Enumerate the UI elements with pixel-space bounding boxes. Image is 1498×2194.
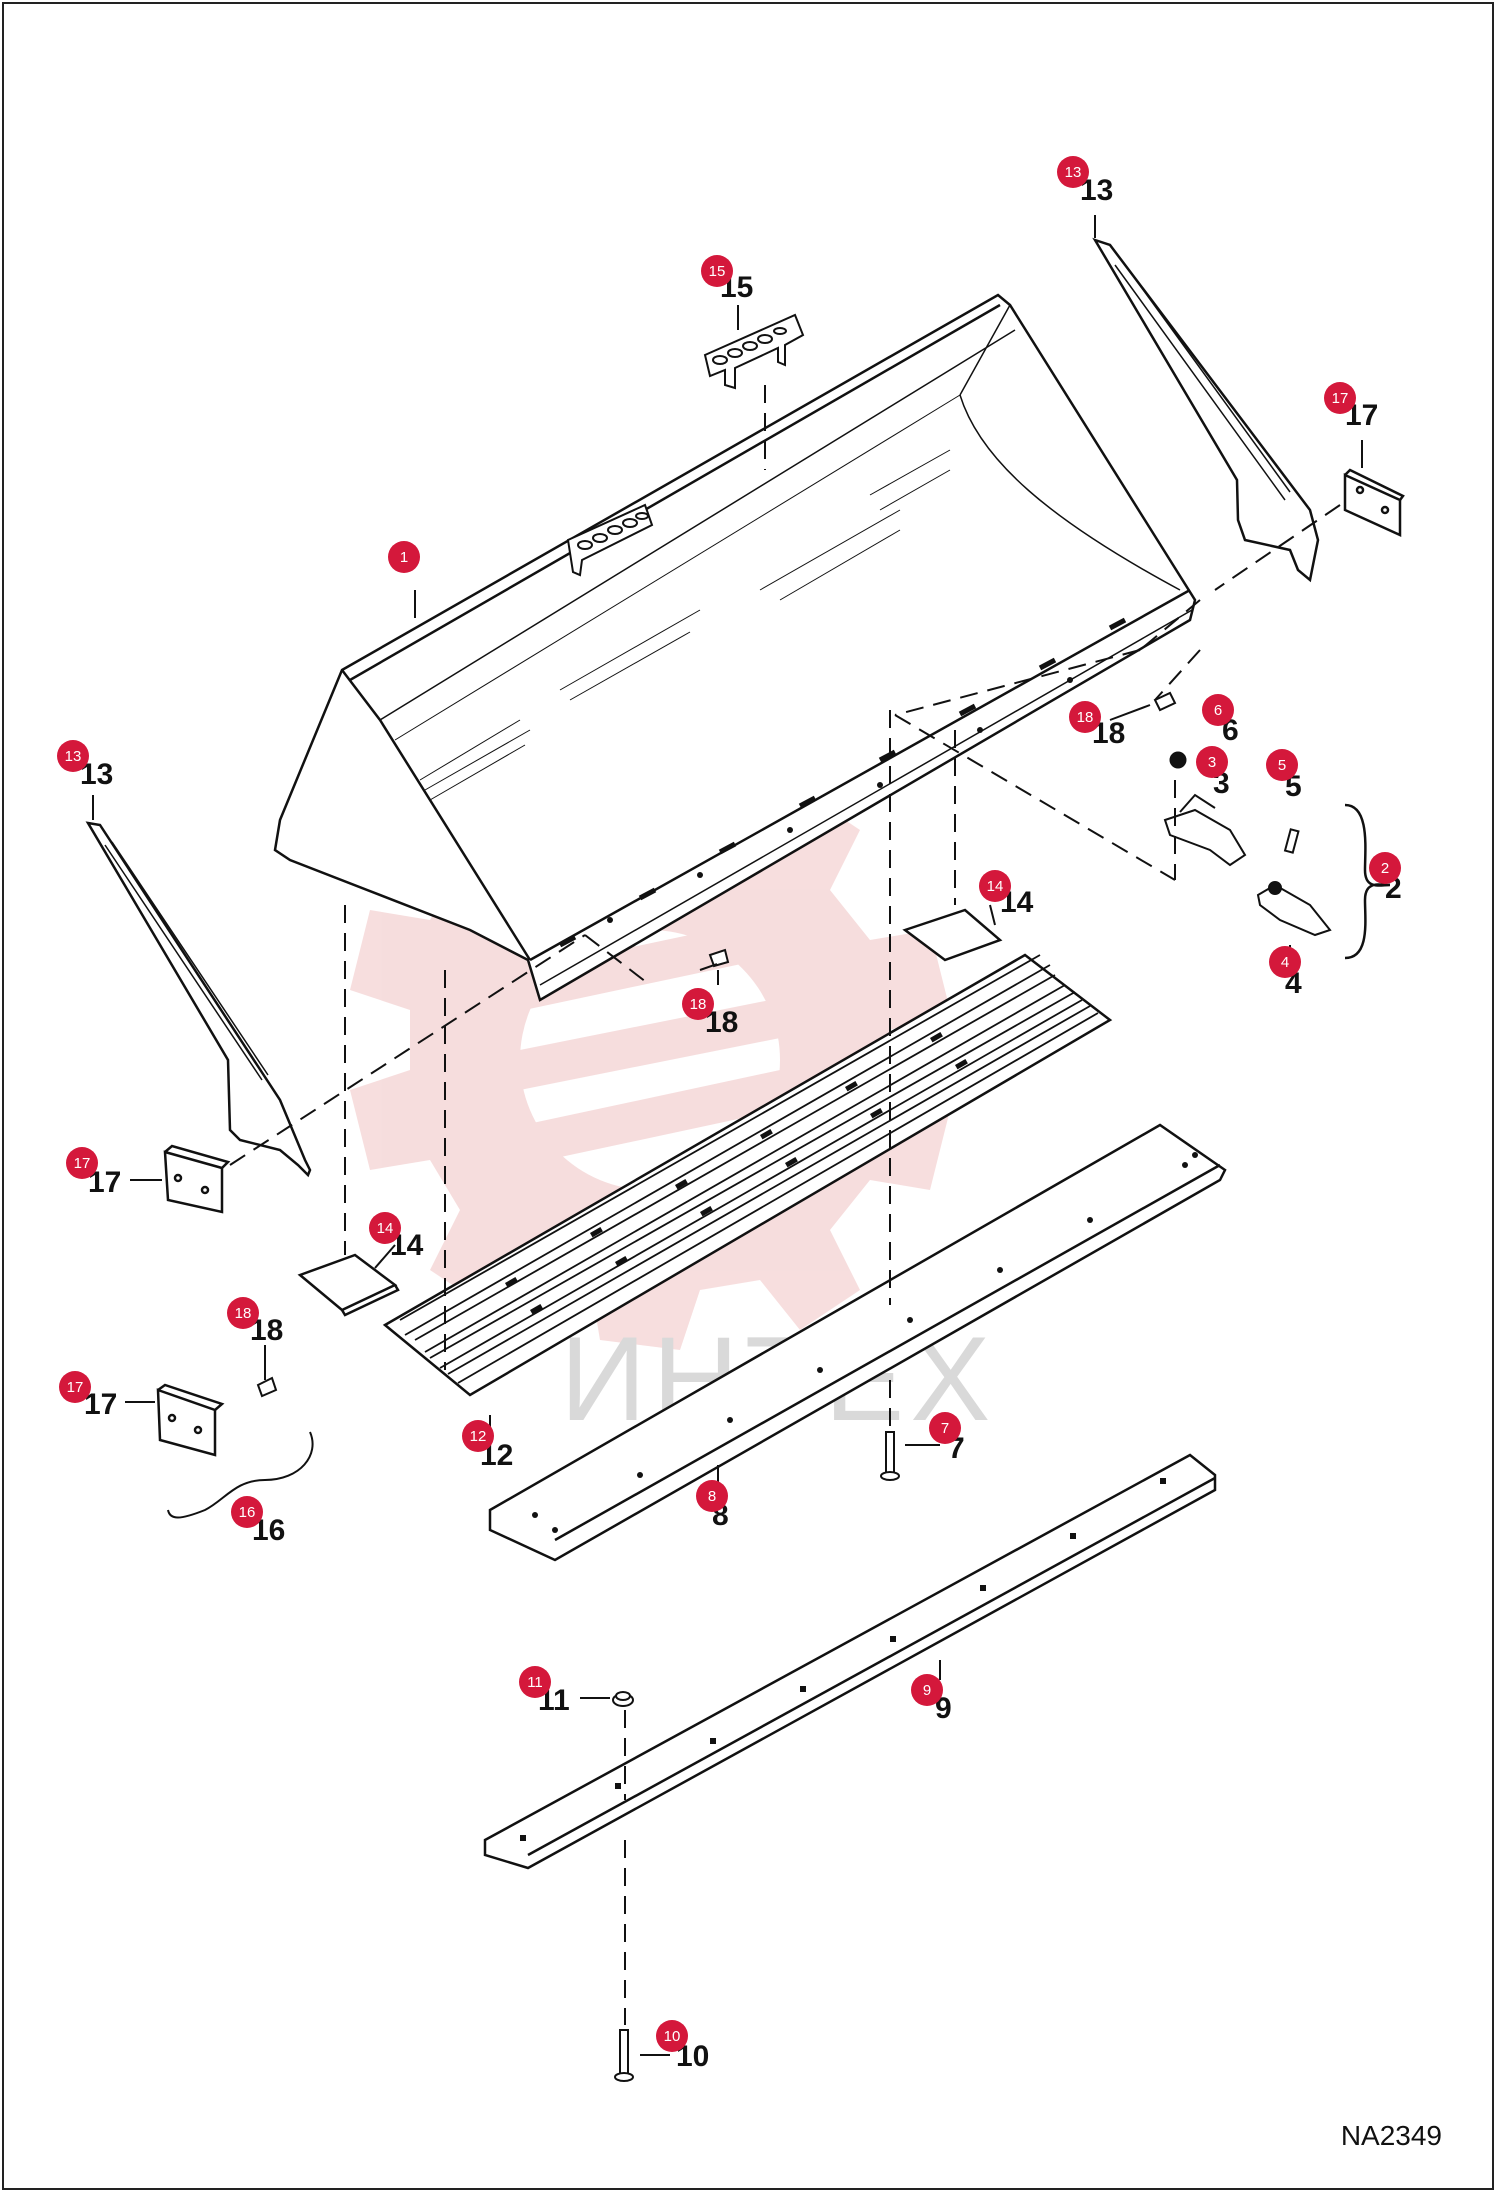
callout-c-7[interactable]: 7 7	[929, 1412, 965, 1465]
callout-c-10[interactable]: 10 10	[656, 2020, 709, 2073]
wear-pad-left-lower	[156, 1383, 225, 1457]
callout-c-6[interactable]: 6 6	[1202, 694, 1239, 747]
callout-badge-text: 12	[470, 1428, 487, 1445]
callout-badge-text: 7	[941, 1420, 949, 1437]
callout-badge-text: 18	[235, 1305, 252, 1322]
assembly-lines	[229, 385, 1341, 2025]
callout-badge-text: 17	[1332, 390, 1349, 407]
callout-badge-text: 1	[400, 549, 408, 566]
callout-badge-text: 4	[1281, 954, 1289, 971]
callout-c-17a[interactable]: 17 17	[1324, 382, 1378, 432]
nut-11	[612, 1691, 634, 1707]
callout-badge-text: 14	[987, 878, 1004, 895]
callout-c-13a[interactable]: 13 13	[1057, 156, 1113, 207]
callout-badge-text: 5	[1278, 757, 1286, 774]
bucket-body	[273, 293, 1197, 1002]
tooth-tip	[1256, 881, 1332, 937]
bracket-2-brace	[1344, 803, 1391, 960]
skid-pad-left	[297, 1253, 400, 1317]
tooth-pin	[1283, 828, 1300, 854]
lock-nut	[1169, 751, 1187, 769]
callout-c-18a[interactable]: 18 18	[1069, 701, 1125, 750]
callout-c-18b[interactable]: 18 18	[682, 988, 738, 1039]
plow-bolt-7	[880, 1431, 900, 1481]
tooth-adapter	[1163, 793, 1247, 867]
callout-badge-text: 18	[690, 996, 707, 1013]
callout-badge-text: 11	[527, 1674, 543, 1691]
callout-c-5[interactable]: 5 5	[1266, 749, 1302, 803]
callout-c-4[interactable]: 4 4	[1269, 946, 1302, 1000]
callout-c-14b[interactable]: 14 14	[369, 1212, 424, 1262]
callout-c-11[interactable]: 11 11	[519, 1666, 570, 1717]
callout-c-15[interactable]: 15 15	[701, 255, 753, 304]
callout-c-12[interactable]: 12 12	[462, 1420, 513, 1472]
wear-pad-left-upper	[163, 1144, 231, 1214]
drawing-code: NA2349	[1340, 2120, 1442, 2151]
callout-c-9[interactable]: 9 9	[911, 1674, 952, 1725]
callout-c-13b[interactable]: 13 13	[57, 740, 113, 791]
callout-badge-text: 16	[239, 1504, 256, 1521]
callout-badge-text: 13	[65, 748, 82, 765]
callout-c-1[interactable]: 1	[388, 541, 420, 573]
callout-badge-text: 15	[709, 263, 726, 280]
callout-badge-text: 18	[1077, 709, 1094, 726]
side-plate-right	[1092, 237, 1320, 583]
callout-c-16[interactable]: 16 16	[231, 1496, 285, 1547]
plow-bolt-10	[614, 2029, 634, 2082]
callout-badge-text: 14	[377, 1220, 394, 1237]
callout-badge-text: 2	[1381, 860, 1389, 877]
callout-c-3[interactable]: 3 3	[1196, 746, 1230, 800]
callout-c-18c[interactable]: 18 18	[227, 1297, 283, 1347]
skid-pad-right	[902, 908, 1003, 962]
bolt-18-right	[1153, 691, 1177, 712]
bolt-18-left	[256, 1376, 278, 1398]
callout-c-14a[interactable]: 14 14	[979, 870, 1034, 919]
side-plate-left	[85, 821, 312, 1178]
hitch-bracket	[703, 313, 805, 390]
callout-badge-text: 10	[664, 2028, 681, 2045]
bolt-18-mid	[708, 948, 730, 968]
callout-badge-text: 13	[1065, 164, 1082, 181]
cutting-edge-upper	[488, 1123, 1227, 1562]
callout-c-17b[interactable]: 17 17	[66, 1147, 121, 1199]
ribbed-wear-plate	[382, 953, 1113, 1397]
cable-16	[167, 1431, 314, 1519]
callout-badge-text: 9	[923, 1682, 931, 1699]
callout-c-17c[interactable]: 17 17	[59, 1371, 117, 1421]
cutting-edge-lower	[483, 1453, 1217, 1870]
callout-badge-text: 17	[74, 1155, 91, 1172]
callout-badge-text: 17	[67, 1379, 84, 1396]
callout-c-2[interactable]: 2 2	[1369, 852, 1402, 905]
callout-badge-text: 3	[1208, 754, 1216, 771]
wear-pad-right	[1343, 468, 1405, 537]
bucket-bracket	[566, 503, 654, 577]
callout-badge-text: 8	[708, 1488, 716, 1505]
callout-c-8[interactable]: 8 8	[696, 1480, 729, 1532]
callout-badge-text: 6	[1214, 702, 1222, 719]
